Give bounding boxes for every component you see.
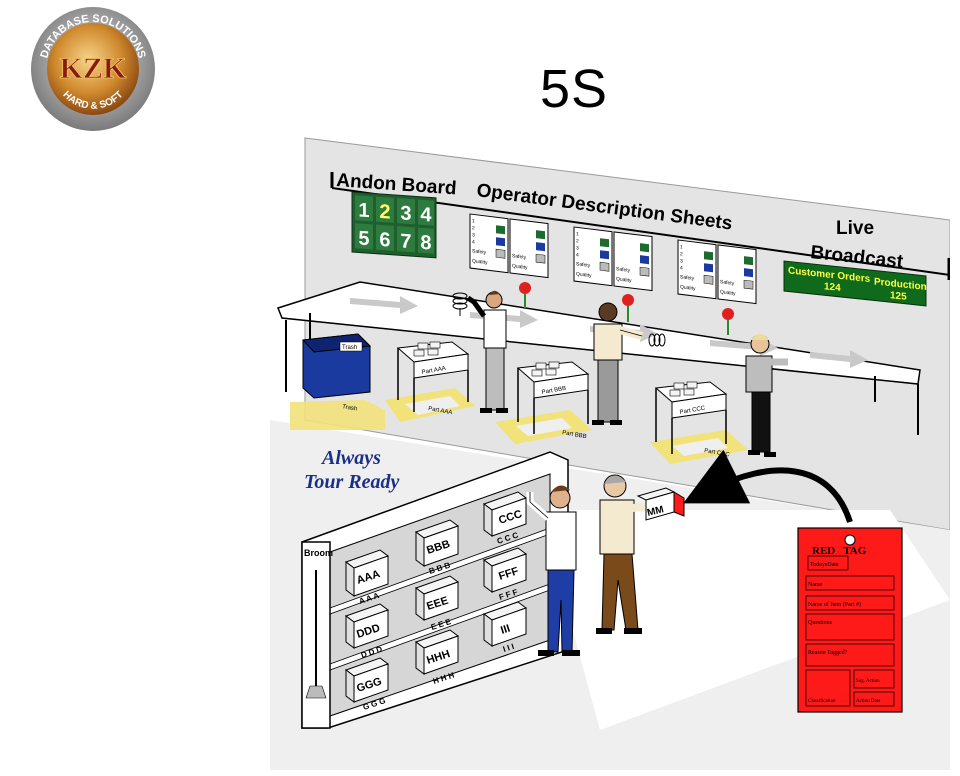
- logo-mark: KZK: [60, 52, 127, 85]
- bin-shelf-label: I I I: [502, 642, 515, 654]
- ods-quality-label: Quality: [472, 258, 488, 266]
- andon-digit: 6: [379, 229, 390, 252]
- red-tag-field: TodaysDate: [810, 562, 839, 568]
- bin-box-label: III: [499, 623, 511, 637]
- trash-floor-label: Trash: [342, 404, 358, 413]
- red-tag-field: Name of Item (Part #): [808, 601, 861, 608]
- bin-box: [344, 657, 390, 703]
- bin-box: [344, 603, 390, 649]
- broom-icon: [305, 570, 327, 699]
- cart-label: Part CCC: [679, 405, 706, 415]
- ods-quality-label: Quality: [680, 284, 696, 292]
- coil-fixture: [648, 333, 666, 347]
- ods-safety-label: Safety: [720, 279, 735, 287]
- cart-floor-label: Part BBB: [562, 430, 587, 440]
- ods-row-label: 1: [472, 218, 475, 224]
- bin-box: [344, 549, 390, 597]
- operator-figure: [466, 290, 508, 413]
- red-tag-title: RED TAG: [812, 545, 867, 557]
- bin-box: [414, 629, 460, 675]
- bin-box: [482, 547, 528, 593]
- factory-scene: Andon Board 1 2 3 4 5 6 7 8 Operator Des…: [270, 137, 950, 770]
- live-broadcast-board: Customer Orders 124 Production 125: [783, 260, 927, 307]
- red-tag-field: Name: [808, 582, 823, 588]
- andon-light: [622, 294, 634, 322]
- ods-safety-label: Safety: [576, 261, 591, 269]
- live-broadcast-panel: [783, 260, 927, 307]
- ods-quality-label: Quality: [616, 276, 632, 284]
- parts-cart: [516, 361, 590, 434]
- ods-sheet-group: 1 2 3 4 Safety Quality Safety Quality: [677, 239, 757, 305]
- ods-row-label: 2: [576, 238, 579, 244]
- cart-label: Part BBB: [541, 386, 566, 396]
- red-tag-field: Reason Tagged?: [808, 650, 848, 656]
- ods-row-label: 3: [576, 245, 579, 251]
- parts-cart: [396, 341, 470, 412]
- bin-box: [482, 491, 528, 537]
- ods-quality-label: Quality: [512, 263, 528, 271]
- andon-digit: 5: [358, 227, 369, 250]
- ods-sheet-group: 1 2 3 4 Safety Quality Safety Quality: [469, 213, 549, 279]
- operator-figure: [592, 302, 644, 425]
- slogan-line2: Tour Ready: [304, 471, 400, 493]
- red-tag-sug-action: Sug. Action: [856, 679, 880, 684]
- held-box: [636, 487, 685, 521]
- ods-row-label: 1: [576, 231, 579, 237]
- andon-digit: 8: [420, 232, 431, 255]
- ods-row-label: 1: [680, 244, 683, 250]
- live-orders-value: 124: [824, 281, 841, 294]
- red-tag-action-date: Action Date: [856, 699, 881, 704]
- slogan-line1: Always: [320, 447, 381, 469]
- bin-box: [414, 519, 460, 567]
- andon-digit: 4: [420, 204, 432, 227]
- cart-label: Part AAA: [421, 366, 446, 376]
- inspector-figure: [526, 485, 580, 656]
- andon-digit: 2: [379, 201, 390, 224]
- andon-digit: 1: [358, 199, 369, 222]
- ods-safety-label: Safety: [512, 253, 527, 261]
- ods-sheet-group: 1 2 3 4 Safety Quality Safety Quality: [573, 226, 653, 292]
- trash-label: Trash: [342, 345, 357, 351]
- cart-floor-label: Part AAA: [428, 406, 453, 416]
- operator-figure: [745, 334, 788, 457]
- ods-quality-label: Quality: [720, 289, 736, 297]
- ods-row-label: 3: [680, 258, 683, 264]
- logo-globe: [47, 23, 139, 115]
- red-tag-classification: Classification: [808, 699, 836, 704]
- kzk-logo: DATABASE SOLUTIONS HARD & SOFT KZK: [31, 7, 155, 131]
- andon-board: 1 2 3 4 5 6 7 8: [351, 191, 437, 259]
- ods-row-label: 2: [472, 225, 475, 231]
- curved-arrow-icon: [683, 449, 853, 523]
- spring-fixture: [452, 292, 468, 316]
- trash-floor-mark: [290, 400, 385, 430]
- parts-cart: [654, 381, 728, 454]
- ods-safety-label: Safety: [616, 266, 631, 274]
- live-title-line1: Live: [836, 218, 874, 239]
- red-tag: [797, 527, 903, 713]
- ods-row-label: 2: [680, 251, 683, 257]
- held-box-label: MM: [646, 504, 665, 519]
- ods-row-label: 3: [472, 232, 475, 238]
- broom-label: Broom: [304, 548, 333, 558]
- ods-row-label: 4: [680, 265, 683, 271]
- bin-box: [482, 601, 528, 647]
- red-tag-field: Questions: [808, 620, 833, 626]
- ods-row-label: 4: [576, 252, 579, 258]
- andon-digit: 3: [400, 202, 411, 225]
- ods-safety-label: Safety: [680, 274, 695, 282]
- page-title: 5S: [540, 59, 609, 119]
- bin-box: [414, 575, 460, 621]
- andon-digit: 7: [400, 230, 411, 253]
- live-production-value: 125: [890, 290, 907, 303]
- ods-safety-label: Safety: [472, 248, 487, 256]
- ods-row-label: 4: [472, 239, 475, 245]
- andon-light: [722, 308, 734, 335]
- ods-quality-label: Quality: [576, 271, 592, 279]
- andon-light: [519, 282, 531, 308]
- trash-bin: [301, 333, 372, 399]
